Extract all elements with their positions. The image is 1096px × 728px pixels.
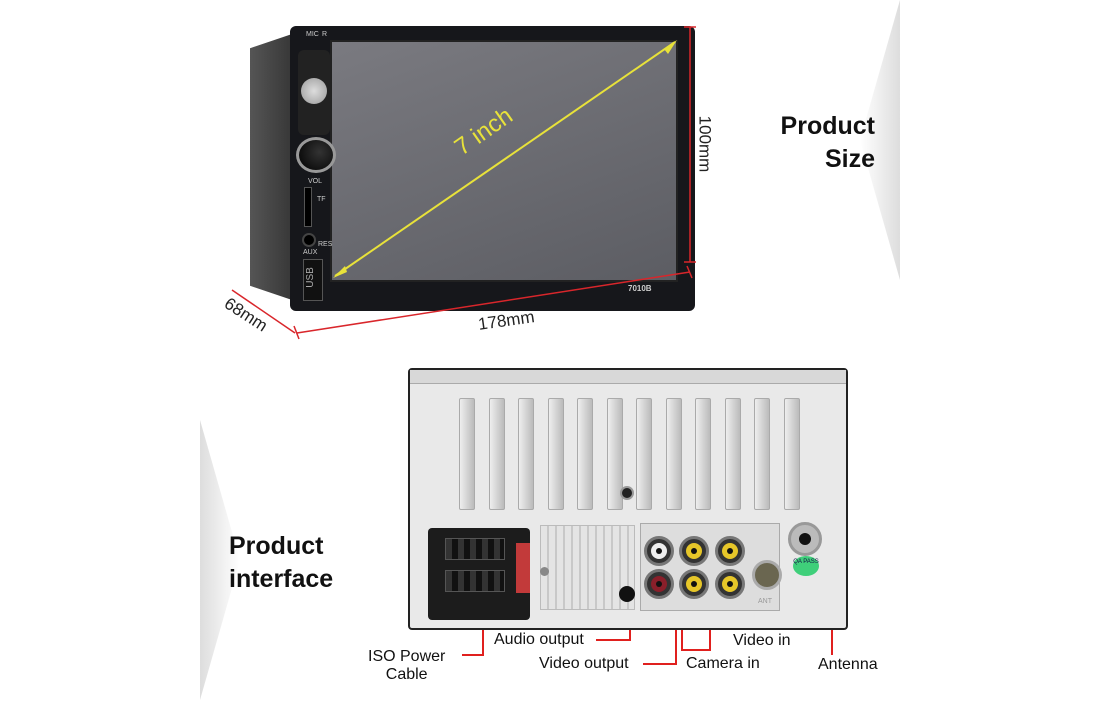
video-out2-jack[interactable]: [679, 569, 709, 599]
fin: [459, 398, 475, 510]
video-in-jack[interactable]: [715, 536, 745, 566]
model-label: 7010B: [628, 284, 652, 293]
aux-label: AUX: [303, 249, 318, 256]
usb-port[interactable]: [303, 259, 323, 301]
title-line1: Product: [780, 112, 875, 140]
product-size-title: Product Size: [740, 110, 875, 176]
height-label: 100mm: [695, 115, 715, 173]
r-label: R: [322, 31, 328, 38]
audio-out-white-jack[interactable]: [644, 536, 674, 566]
fin: [783, 398, 800, 510]
audio-out-red-jack[interactable]: [644, 569, 674, 599]
res-label: RES: [318, 241, 333, 248]
fin: [665, 398, 682, 510]
fin: [547, 398, 564, 510]
title-line2: Size: [824, 145, 875, 173]
video-in-label: Video in: [733, 632, 791, 649]
diagonal-arrowhead-start: [333, 266, 347, 278]
fin: [488, 398, 505, 510]
fin: [754, 398, 770, 510]
iso-pins-bottom: [445, 570, 505, 592]
vol-label: VOL: [308, 178, 323, 185]
iso-connector-tab: [516, 543, 530, 593]
title-line1: Product: [229, 532, 324, 560]
camera-in-jack[interactable]: [715, 569, 745, 599]
video-output-label: Video output: [539, 655, 629, 672]
fin: [518, 398, 534, 510]
tf-slot[interactable]: [304, 187, 312, 227]
ant-label: ANT: [758, 598, 772, 605]
fin: [606, 398, 623, 510]
rear-top-lip: [410, 370, 846, 384]
iso-line1: ISO Power: [368, 648, 446, 665]
iso-line2: Cable: [385, 666, 428, 683]
antenna-socket[interactable]: [752, 560, 782, 590]
audio-output-label: Audio output: [494, 631, 584, 648]
small-screw: [540, 567, 549, 576]
camera-in-label: Camera in: [686, 655, 760, 672]
width-dim-line: [296, 271, 691, 334]
ground-hole: [619, 586, 635, 602]
depth-dim-line: [231, 289, 296, 334]
qa-pass-badge: QA PASS: [793, 556, 819, 576]
iso-power-cable-label: ISO Power Cable: [368, 648, 445, 684]
fin: [636, 398, 652, 510]
mount-hole: [620, 486, 634, 500]
fin: [577, 398, 593, 510]
antenna-label: Antenna: [818, 656, 878, 673]
aux-jack[interactable]: [302, 233, 316, 247]
power-button[interactable]: [301, 78, 327, 104]
volume-knob[interactable]: [296, 137, 336, 173]
diagonal-arrow: [334, 41, 676, 277]
iso-pins-top: [445, 538, 505, 560]
gps-socket[interactable]: [788, 522, 822, 556]
fin: [695, 398, 711, 510]
title-line2: interface: [229, 565, 334, 593]
product-interface-title: Product interface: [229, 530, 333, 596]
tf-label: TF: [317, 196, 326, 203]
video-out-jack[interactable]: [679, 536, 709, 566]
mic-label: MIC: [306, 31, 319, 38]
diagonal-arrowhead-end: [664, 40, 677, 54]
fin: [724, 398, 741, 510]
